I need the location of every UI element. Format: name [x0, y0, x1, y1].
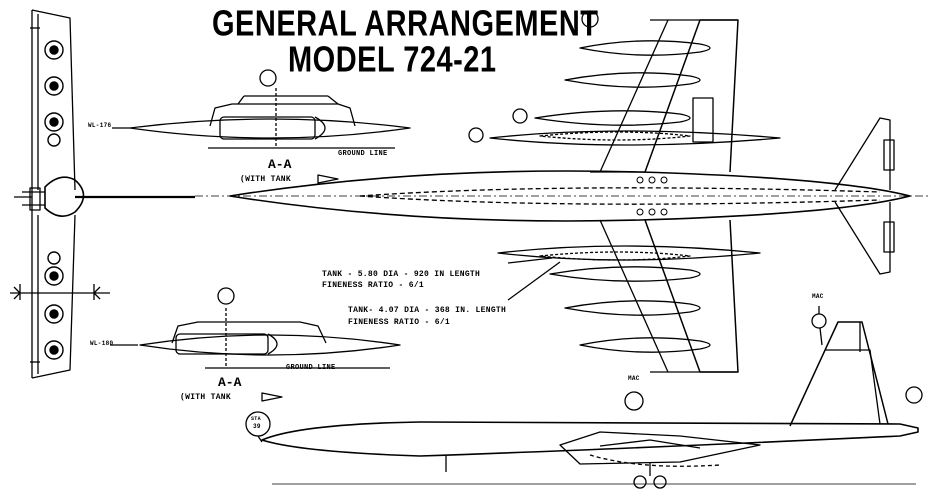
section-upper [112, 69, 411, 184]
mac-label-side: MAC [628, 375, 640, 382]
section-note-lower: (WITH TANK [180, 393, 232, 402]
ground-line-lower: GROUND LINE [286, 364, 336, 372]
front-view-engines [44, 40, 64, 360]
tank-small-line-2: FINENESS RATIO - 6/1 [348, 318, 451, 327]
tank-large-line-1: TANK - 5.80 DIA - 920 IN LENGTH [322, 270, 481, 279]
title-line-2: MODEL 724-21 [288, 40, 497, 80]
tank-large-line-2: FINENESS RATIO - 6/1 [322, 281, 425, 290]
station-39-prefix: STA [251, 416, 261, 422]
waterline-upper: WL-176 [88, 122, 112, 129]
mac-label-tail: MAC [812, 293, 824, 300]
section-note-upper: (WITH TANK [240, 175, 292, 184]
waterline-lower: WL-180 [90, 340, 114, 347]
ground-line-upper: GROUND LINE [338, 150, 388, 158]
title-line-1: GENERAL ARRANGEMENT [212, 4, 599, 44]
plan-fuselage-markers [636, 176, 668, 216]
section-lower [110, 287, 401, 402]
front-view [10, 9, 195, 379]
plan-engines-top [489, 40, 781, 146]
side-view [245, 306, 923, 489]
plan-engines-bottom [497, 245, 761, 353]
plan-view [195, 10, 930, 373]
section-name-lower: A-A [218, 375, 242, 390]
station-39-value: 39 [253, 423, 261, 430]
section-name-upper: A-A [268, 157, 292, 172]
tank-small-line-1: TANK- 4.07 DIA - 368 IN. LENGTH [348, 306, 507, 315]
